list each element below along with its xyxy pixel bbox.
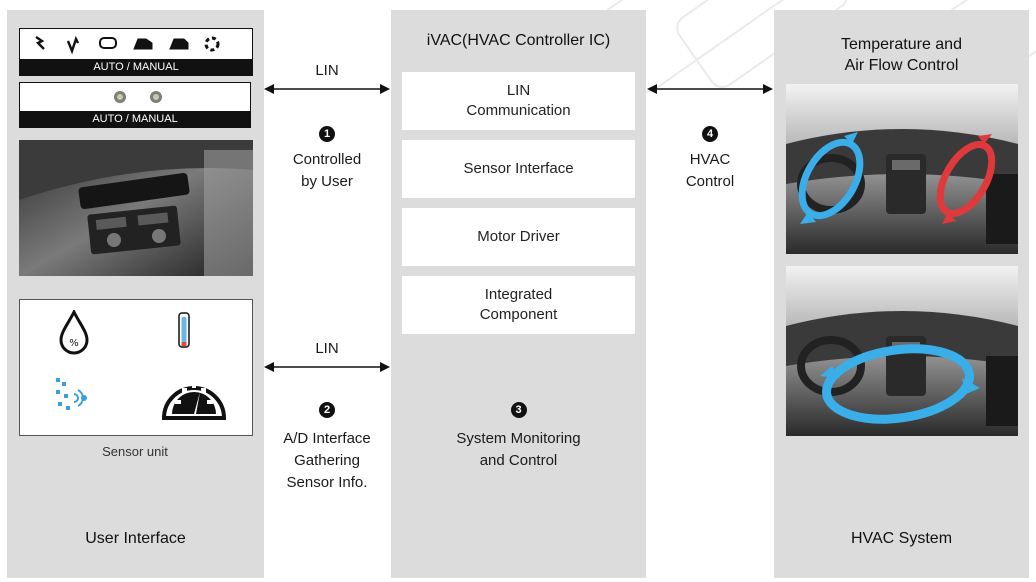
humidity-sensor-icon: % xyxy=(59,310,89,355)
ivac-title: iVAC(HVAC Controller IC) xyxy=(426,32,611,49)
block-sensor-interface: Sensor Interface xyxy=(402,140,635,198)
full-circulation-arrow xyxy=(822,344,974,424)
recirculate-icon xyxy=(133,38,153,50)
knob-icons xyxy=(114,91,162,103)
warm-airflow-arrow xyxy=(936,141,996,217)
step-3-text: System Monitoring and Control xyxy=(456,430,581,469)
car-interior-photo-dual-zone xyxy=(786,84,1018,254)
defrost-icon xyxy=(99,37,117,49)
control-panel-label: AUTO / MANUAL xyxy=(20,111,250,127)
lin-arrow-bottom xyxy=(264,362,390,372)
airflow-title: Temperature and Air Flow Control xyxy=(841,36,962,74)
step-2-text: A/D Interface Gathering Sensor Info. xyxy=(283,430,371,491)
speedometer-icon xyxy=(161,382,227,420)
sensor-unit-label: Sensor unit xyxy=(102,444,168,459)
airflow-foot-icon xyxy=(66,35,80,55)
block-lin-communication: LIN Communication xyxy=(402,72,635,130)
step-3-badge: 3 xyxy=(391,400,646,418)
hvac-control-arrow xyxy=(647,84,773,94)
step-2-badge: 2 xyxy=(266,400,388,418)
user-interface-title: User Interface xyxy=(85,530,186,547)
hvac-system-title: HVAC System xyxy=(850,530,953,547)
svg-text:%: % xyxy=(69,338,79,349)
step-4-badge: 4 xyxy=(648,124,772,142)
lin-label-bottom: LIN xyxy=(315,340,339,357)
thermometer-icon xyxy=(178,312,190,348)
control-panel-label: AUTO / MANUAL xyxy=(20,59,252,75)
step-1-text: Controlled by User xyxy=(292,151,362,190)
car-interior-photo-full-circulation xyxy=(786,266,1018,436)
cool-airflow-arrow xyxy=(798,138,864,220)
block-motor-driver: Motor Driver xyxy=(402,208,635,266)
sunlight-sensor-icon xyxy=(56,378,87,410)
fresh-air-icon xyxy=(169,38,189,50)
step-4-text: HVAC Control xyxy=(685,151,735,190)
step-1-badge: 1 xyxy=(266,124,388,142)
hvac-control-panel-mode: AUTO / MANUAL xyxy=(19,28,253,76)
fan-icon xyxy=(204,36,220,52)
airflow-face-icon xyxy=(35,36,45,50)
mode-icons-row xyxy=(35,35,220,55)
car-dashboard-photo xyxy=(19,140,253,276)
block-integrated-component: Integrated Component xyxy=(402,276,635,334)
lin-arrow-top xyxy=(264,84,390,94)
lin-label-top: LIN xyxy=(315,62,339,79)
sensor-unit-box: % xyxy=(19,299,253,436)
hvac-control-panel-knobs: AUTO / MANUAL xyxy=(19,82,251,128)
